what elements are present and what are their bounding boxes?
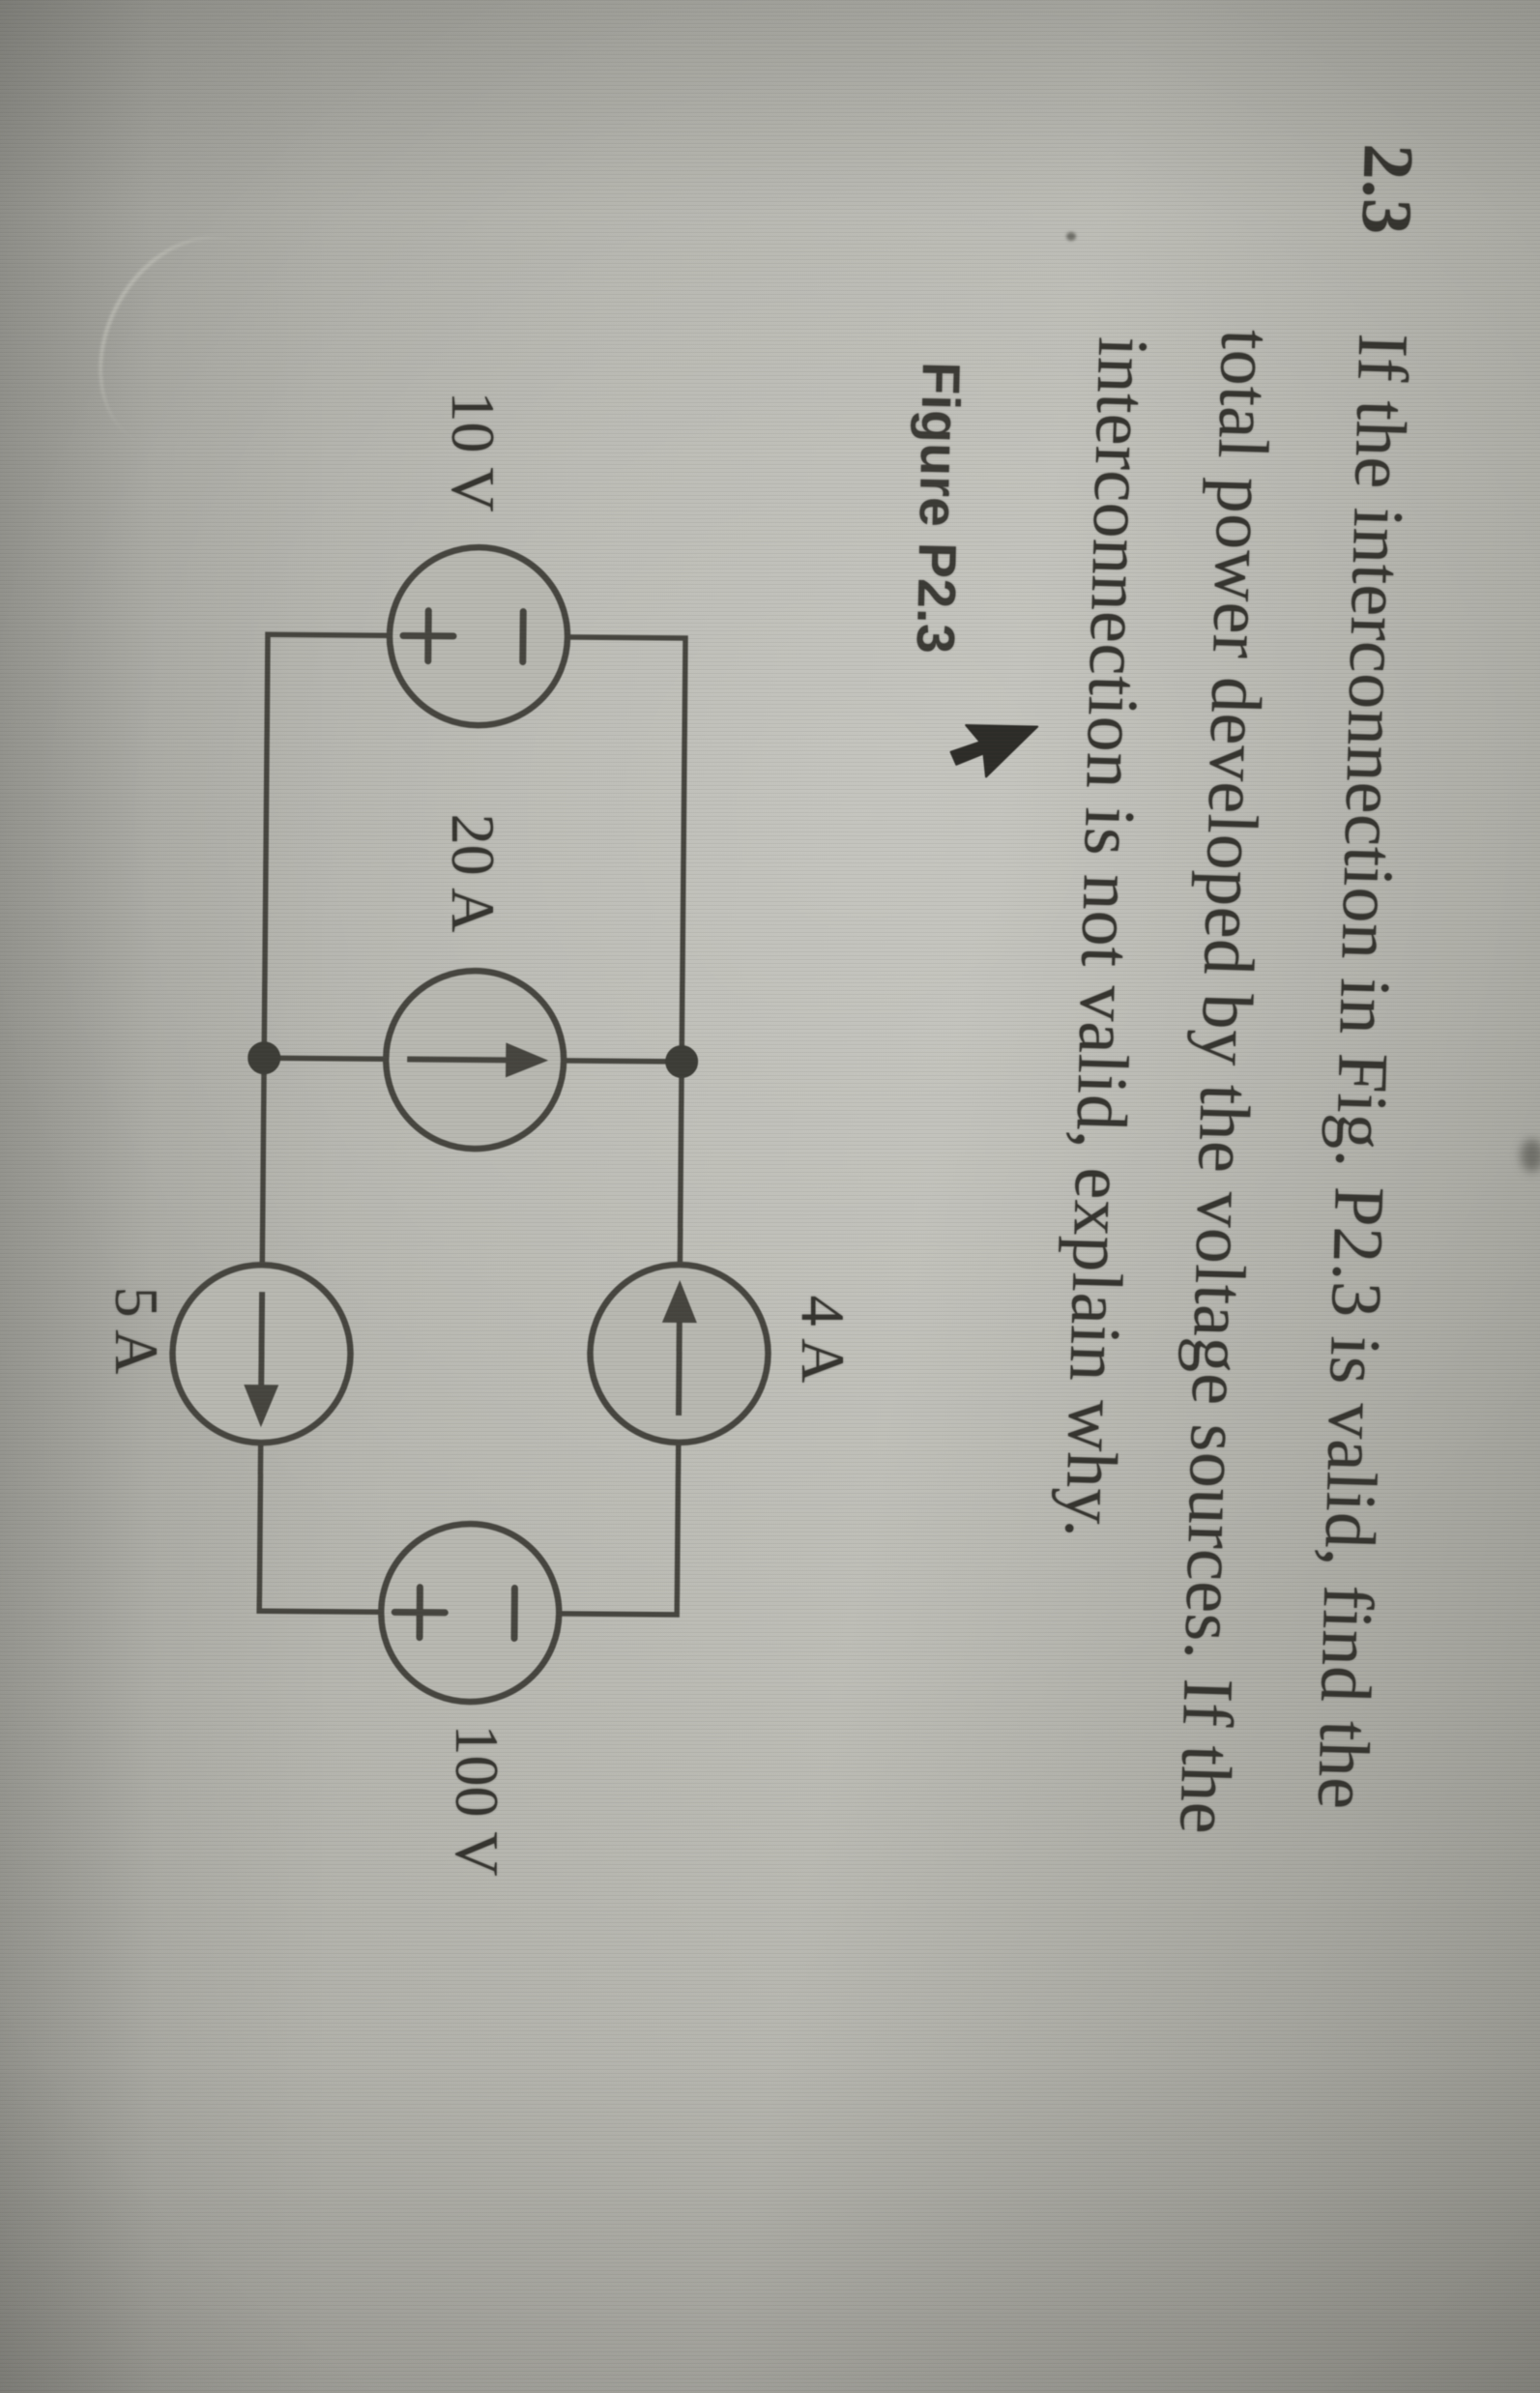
figure-header: Figure P2.3 [906,362,1039,778]
label-5a: 5 A [102,1286,171,1375]
voltage-source-10v [386,543,571,729]
plus-sign-icon [391,1584,449,1642]
current-source-20a [382,967,567,1153]
label-20a: 20 A [439,813,508,933]
junction-dot-bottom [247,1041,281,1075]
label-4a: 4 A [789,1295,857,1384]
arrow-cursor-icon [949,724,1039,778]
current-source-4a [587,1261,771,1446]
current-source-5a [169,1261,354,1446]
arrow-left-icon [675,1314,683,1415]
plus-sign-icon [399,607,457,665]
voltage-source-100v [377,1520,563,1706]
paper-speck-artifact [1066,232,1076,241]
label-100v: 100 V [443,1724,511,1877]
arrow-right-icon [258,1292,266,1393]
arrow-up-icon [407,1056,514,1064]
page-edge-smudge-artifact [1521,1139,1540,1172]
junction-dot-top [665,1044,699,1078]
label-10v: 10 V [439,391,508,512]
